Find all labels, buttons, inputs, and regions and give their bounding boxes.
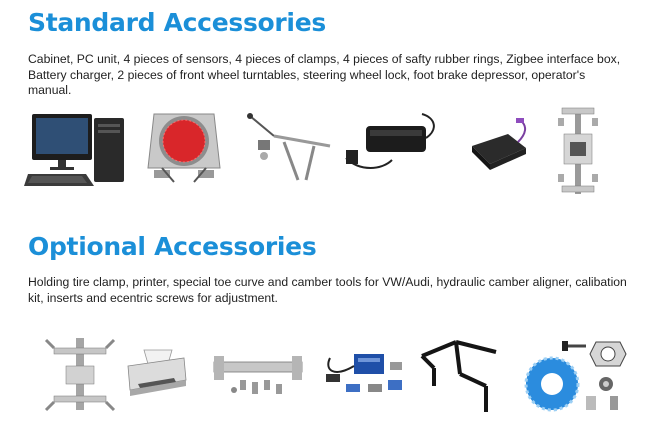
optional-accessories-heading: Optional Accessories	[28, 232, 317, 261]
eccentric-screws-image	[522, 336, 630, 416]
optional-accessories-description: Holding tire clamp, printer, special toe…	[28, 275, 627, 305]
turntable-image	[144, 108, 224, 188]
brake-depressor-image	[244, 106, 334, 186]
standard-accessories-images	[0, 100, 646, 200]
sensor-clamp-image	[556, 104, 600, 196]
pc-unit-image	[24, 110, 129, 188]
toe-curve-tool-image	[210, 350, 306, 400]
battery-charger-image	[342, 110, 442, 176]
interface-box-image	[468, 116, 538, 176]
optional-accessories-images	[0, 330, 646, 426]
calibration-kit-image	[416, 334, 500, 414]
standard-accessories-description: Cabinet, PC unit, 4 pieces of sensors, 4…	[28, 52, 621, 97]
hydraulic-aligner-image	[320, 344, 410, 404]
standard-accessories-heading: Standard Accessories	[28, 8, 326, 37]
printer-image	[124, 344, 188, 398]
tire-clamp-image	[40, 334, 120, 414]
